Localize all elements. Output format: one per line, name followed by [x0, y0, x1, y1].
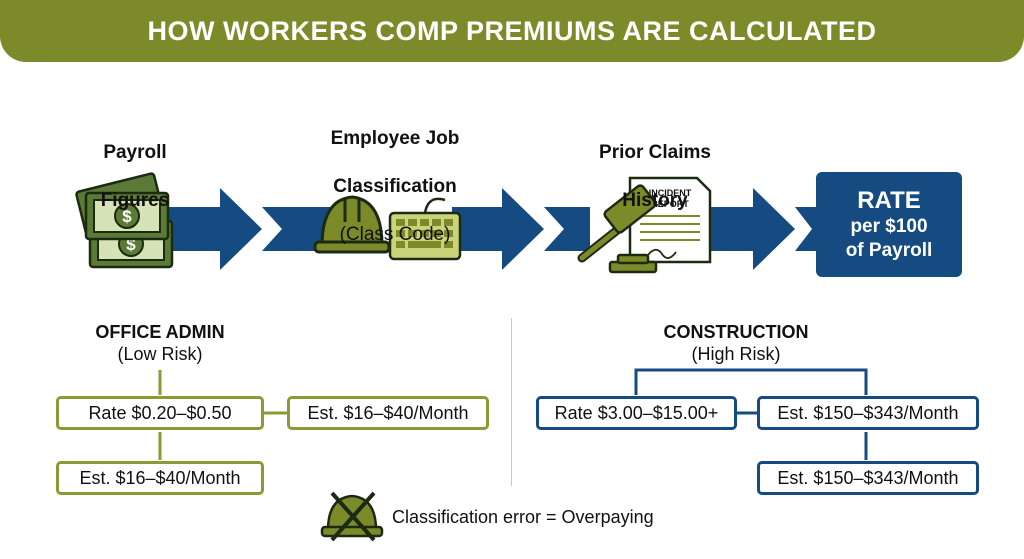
classification-label-line3: (Class Code)	[339, 224, 451, 245]
money-icon: $ $	[75, 172, 174, 269]
gavel-icon	[577, 184, 658, 274]
payroll-label-line2: Figures	[100, 190, 170, 211]
classification-label-line1: Employee Job	[330, 128, 460, 149]
office-est-right-box: Est. $16–$40/Month	[287, 396, 489, 430]
rate-result-line1: RATE	[857, 186, 921, 214]
claims-label: Prior Claims History	[570, 117, 740, 237]
svg-text:$: $	[126, 235, 136, 254]
office-title: OFFICE ADMIN	[95, 322, 225, 342]
construction-est-below-box: Est. $150–$343/Month	[757, 461, 979, 495]
office-rate-box: Rate $0.20–$0.50	[56, 396, 264, 430]
report-label-line2: REPORT	[651, 199, 689, 209]
keyboard-icon	[388, 197, 462, 261]
payroll-label-line1: Payroll	[103, 142, 167, 163]
svg-text:$: $	[122, 207, 132, 226]
crossed-hard-hat-icon	[320, 491, 384, 542]
section-divider	[511, 318, 512, 486]
construction-risk: (High Risk)	[691, 344, 781, 364]
rate-result-box: RATE per $100 of Payroll	[816, 172, 962, 277]
construction-connectors	[634, 368, 868, 460]
payroll-label: Payroll Figures	[70, 117, 200, 237]
office-connectors	[158, 370, 287, 460]
construction-est-right-box: Est. $150–$343/Month	[757, 396, 979, 430]
title-banner: HOW WORKERS COMP PREMIUMS ARE CALCULATED	[0, 0, 1024, 62]
construction-section-title: CONSTRUCTION (High Risk)	[636, 321, 836, 365]
construction-rate-box: Rate $3.00–$15.00+	[536, 396, 737, 430]
hard-hat-icon	[313, 195, 391, 254]
office-est-below-box: Est. $16–$40/Month	[56, 461, 264, 495]
rate-result-line2: per $100	[850, 215, 928, 237]
footer-note: Classification error = Overpaying	[392, 507, 654, 527]
office-risk: (Low Risk)	[117, 344, 203, 364]
claims-label-line2: History	[622, 190, 688, 211]
construction-title: CONSTRUCTION	[663, 322, 809, 342]
report-label-line1: INCIDENT	[649, 188, 692, 198]
office-section-title: OFFICE ADMIN (Low Risk)	[60, 321, 260, 365]
claims-label-line1: Prior Claims	[599, 142, 711, 163]
page-title: HOW WORKERS COMP PREMIUMS ARE CALCULATED	[147, 15, 877, 46]
classification-label-line2: Classification	[333, 176, 457, 197]
classification-label: Employee Job Classification (Class Code)	[305, 103, 485, 271]
rate-result-line3: of Payroll	[845, 239, 933, 261]
